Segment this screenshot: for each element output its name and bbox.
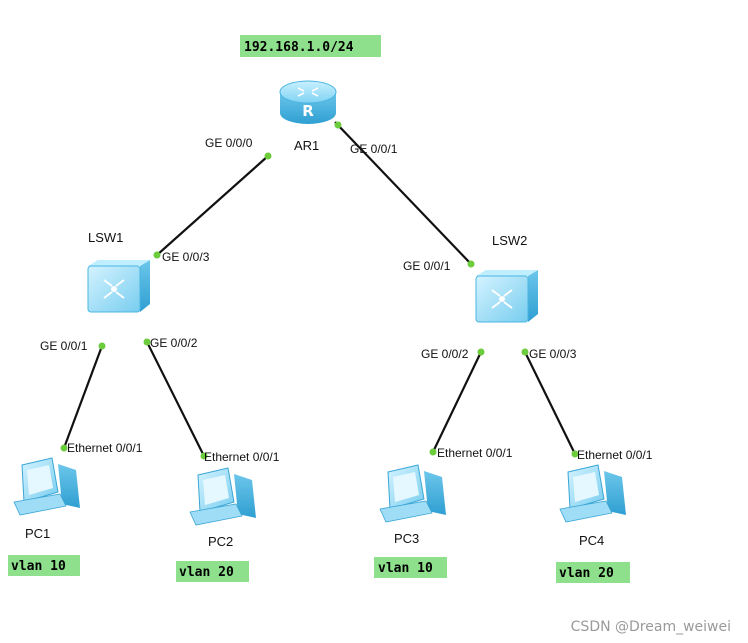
vlan-tag-pc1: vlan 10 [8, 555, 80, 576]
port-dot-lsw1-ge002 [143, 338, 151, 346]
watermark: CSDN @Dream_weiwei [571, 619, 731, 635]
link-lsw2-pc3 [432, 351, 482, 453]
port-label-lsw2-ge001: GE 0/0/1 [403, 259, 451, 273]
port-label-pc4-eth: Ethernet 0/0/1 [577, 448, 653, 462]
switch-lsw1[interactable]: LSW1 [87, 230, 150, 313]
pc-icon [379, 464, 446, 523]
port-label-ar1-ge000: GE 0/0/0 [205, 136, 253, 150]
port-dot-ar1-ge001 [334, 121, 342, 129]
port-dot-lsw2-ge002 [477, 348, 485, 356]
device-name-ar1: AR1 [294, 138, 319, 153]
port-label-lsw2-ge002: GE 0/0/2 [421, 347, 469, 361]
vlan-label-pc1: vlan 10 [11, 559, 66, 574]
svg-text:R: R [302, 102, 314, 120]
switch-icon [87, 260, 150, 313]
vlan-label-pc4: vlan 20 [559, 566, 614, 581]
port-label-pc3-eth: Ethernet 0/0/1 [437, 446, 513, 460]
link-ar1-lsw2 [334, 121, 472, 265]
port-dot-ar1-ge000 [264, 152, 272, 160]
device-name-pc4: PC4 [579, 533, 604, 548]
port-label-lsw2-ge003: GE 0/0/3 [529, 347, 577, 361]
link-ar1-lsw1 [156, 155, 269, 256]
pc-icon [13, 457, 80, 516]
switch-lsw2[interactable]: LSW2 [475, 233, 538, 323]
pc-pc1[interactable]: PC1 [13, 457, 80, 541]
port-label-ar1-ge001: GE 0/0/1 [350, 142, 398, 156]
link-lsw1-pc1 [62, 345, 104, 449]
port-dot-lsw1-ge001 [98, 342, 106, 350]
port-dot-lsw2-ge003 [521, 348, 529, 356]
device-name-pc2: PC2 [208, 534, 233, 549]
device-name-lsw1: LSW1 [88, 230, 123, 245]
device-name-lsw2: LSW2 [492, 233, 527, 248]
vlan-tag-pc4: vlan 20 [556, 562, 630, 583]
network-label-tag: 192.168.1.0/24 [240, 35, 381, 57]
port-label-lsw1-ge003: GE 0/0/3 [162, 250, 210, 264]
port-dot-pc2-eth [200, 452, 208, 460]
router-ar1[interactable]: R AR1 [279, 80, 337, 153]
network-label: 192.168.1.0/24 [244, 40, 354, 55]
pc-icon [189, 467, 256, 526]
vlan-label-pc3: vlan 10 [378, 561, 433, 576]
port-dot-lsw2-ge001 [467, 260, 475, 268]
port-label-lsw1-ge001: GE 0/0/1 [40, 339, 88, 353]
router-icon: R [279, 80, 337, 124]
link-lsw2-pc4 [524, 351, 576, 455]
device-name-pc1: PC1 [25, 526, 50, 541]
port-dot-pc1-eth [60, 444, 68, 452]
pc-pc2[interactable]: PC2 [189, 467, 256, 549]
pc-pc4[interactable]: PC4 [559, 464, 626, 548]
port-dot-pc4-eth [571, 450, 579, 458]
port-label-pc2-eth: Ethernet 0/0/1 [204, 450, 280, 464]
link-lsw1-pc2 [146, 341, 205, 457]
port-dot-pc3-eth [429, 448, 437, 456]
port-label-pc1-eth: Ethernet 0/0/1 [67, 441, 143, 455]
switch-icon [475, 270, 538, 323]
pc-pc3[interactable]: PC3 [379, 464, 446, 546]
pc-icon [559, 464, 626, 523]
port-dot-lsw1-ge003 [153, 251, 161, 259]
device-name-pc3: PC3 [394, 531, 419, 546]
port-label-lsw1-ge002: GE 0/0/2 [150, 336, 198, 350]
vlan-label-pc2: vlan 20 [179, 565, 234, 580]
vlan-tag-pc2: vlan 20 [176, 561, 249, 582]
vlan-tag-pc3: vlan 10 [374, 557, 447, 578]
